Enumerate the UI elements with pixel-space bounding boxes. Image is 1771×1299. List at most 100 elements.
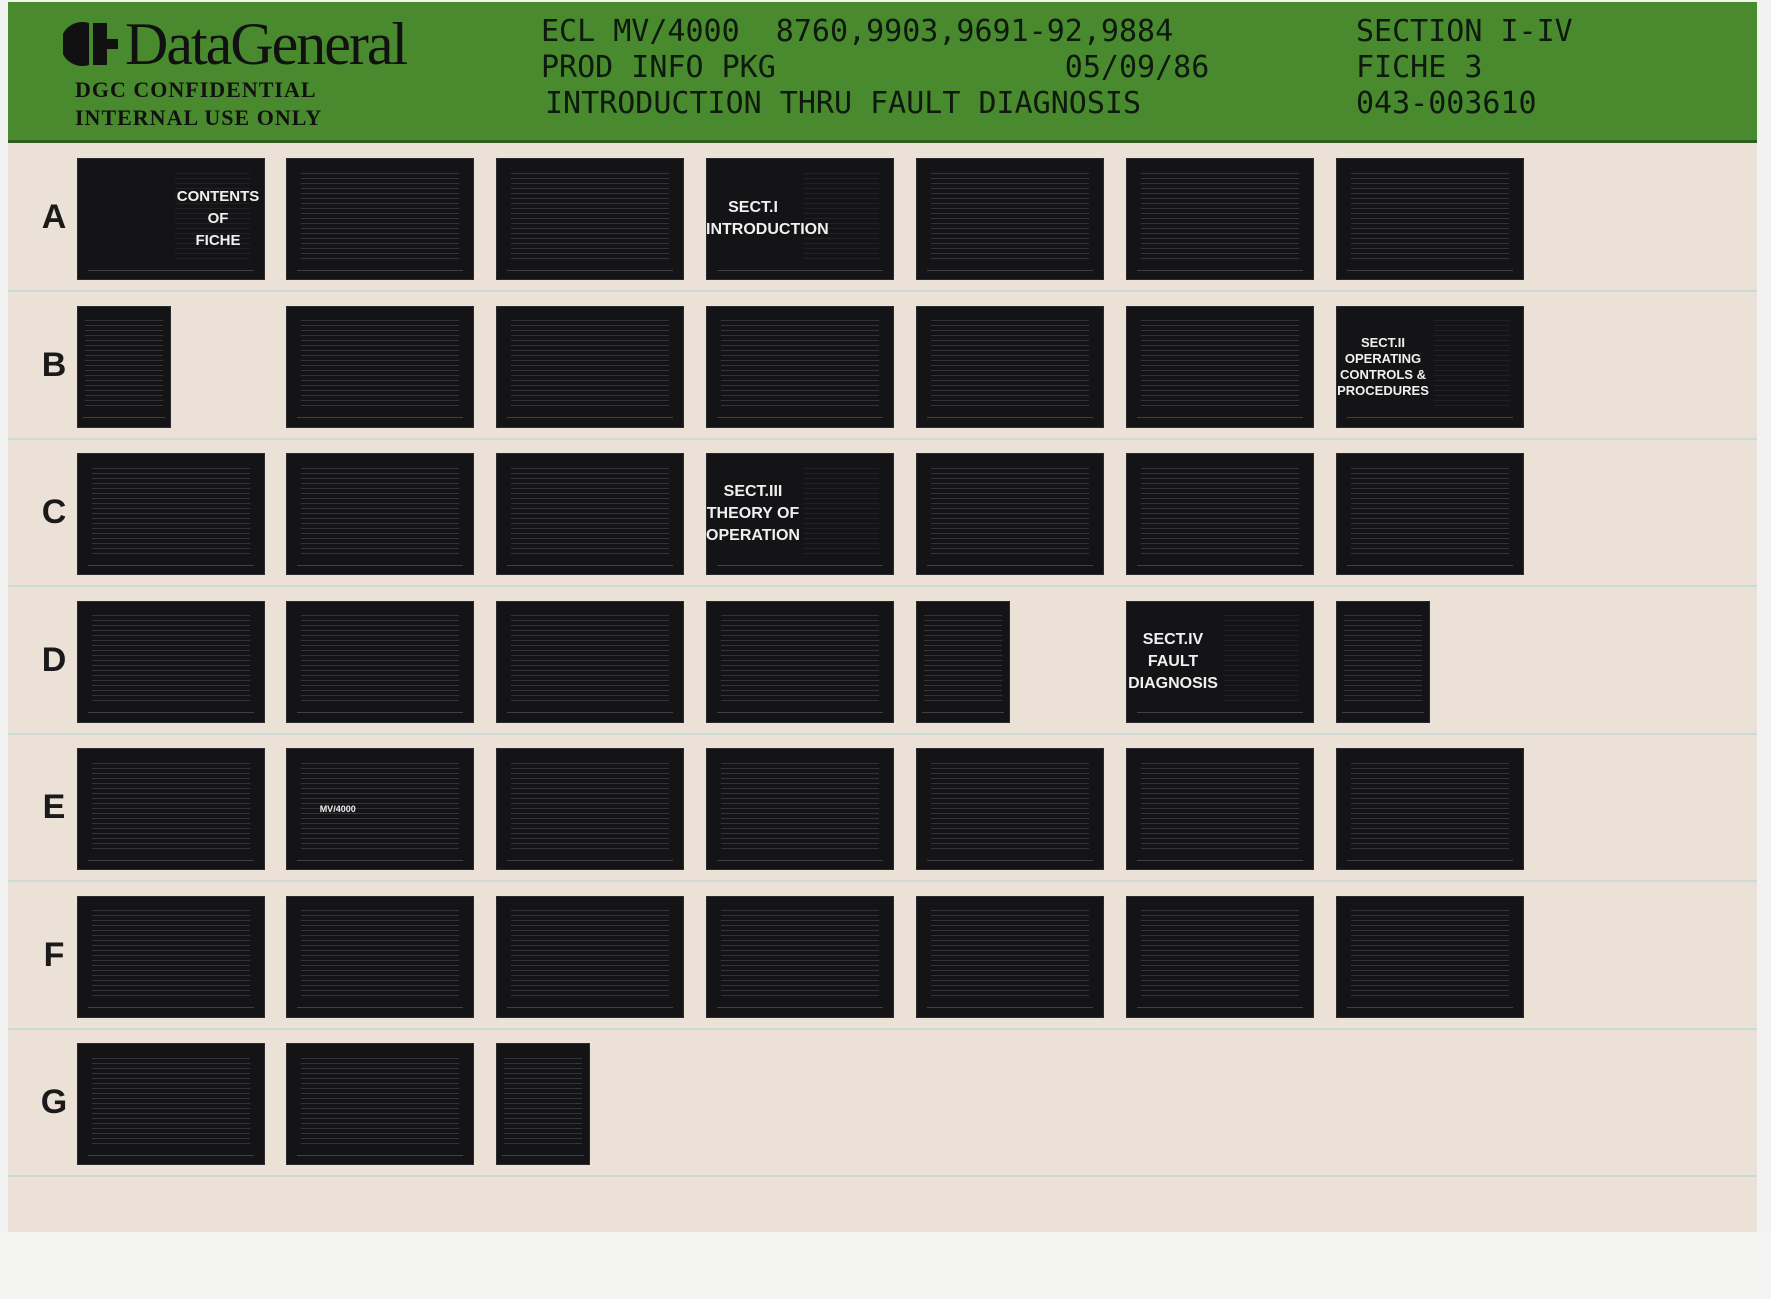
fiche-frame-g3[interactable] xyxy=(496,1043,590,1165)
scan-margin xyxy=(0,1232,1771,1299)
fiche-frame-d1[interactable] xyxy=(77,600,265,723)
frame-text-lines xyxy=(174,172,250,263)
frame-text-lines xyxy=(92,1057,250,1148)
fiche-frame-b2[interactable] xyxy=(286,305,474,428)
frame-footer-line xyxy=(297,712,463,716)
fiche-frame-a1[interactable]: CONTENTS OF FICHE xyxy=(77,158,265,280)
frame-text-lines xyxy=(1141,467,1299,558)
fiche-frame-d3[interactable] xyxy=(496,600,684,723)
confidential-label: DGC CONFIDENTIAL xyxy=(75,77,317,102)
fiche-frame-d4[interactable] xyxy=(706,600,894,723)
fiche-frame-g1[interactable] xyxy=(77,1043,265,1165)
frame-text-lines xyxy=(511,172,669,263)
frame-text-lines xyxy=(931,467,1089,558)
frame-footer-line xyxy=(507,417,673,421)
fiche-frame-f5[interactable] xyxy=(916,895,1104,1018)
fiche-frame-c5[interactable] xyxy=(916,453,1104,575)
frame-footer-line xyxy=(927,564,1093,569)
fiche-frame-b5[interactable] xyxy=(916,305,1104,428)
frame-footer-line xyxy=(507,1007,673,1011)
frame-text-lines xyxy=(92,910,250,1001)
row-letter: B xyxy=(41,345,67,384)
row-divider xyxy=(8,437,1757,440)
fiche-frame-a6[interactable] xyxy=(1126,158,1314,280)
fiche-frame-e3[interactable] xyxy=(496,748,684,870)
frame-text-lines xyxy=(1141,762,1299,853)
frame-text-lines xyxy=(301,910,459,1001)
data-general-logo-icon xyxy=(63,22,118,66)
frame-text-lines xyxy=(92,615,250,706)
row-divider xyxy=(8,585,1757,587)
row-letter: C xyxy=(41,493,67,531)
fiche-frame-c3[interactable] xyxy=(496,453,684,575)
part-number: 043-003610 xyxy=(1356,86,1537,121)
frame-footer-line xyxy=(1347,1007,1513,1011)
fiche-frame-c2[interactable] xyxy=(286,453,474,575)
fiche-frame-e2[interactable]: MV/4000 xyxy=(286,748,474,870)
frame-text-lines xyxy=(1351,172,1509,263)
fiche-frame-d7[interactable] xyxy=(1336,600,1430,723)
frame-footer-line xyxy=(88,1154,254,1159)
fiche-frame-a3[interactable] xyxy=(496,158,684,280)
frame-footer-line xyxy=(88,859,254,864)
frame-text-lines xyxy=(92,762,250,853)
row-letter: E xyxy=(42,788,66,826)
fiche-frame-c1[interactable] xyxy=(77,453,265,575)
fiche-frame-g2[interactable] xyxy=(286,1043,474,1165)
fiche-frame-c6[interactable] xyxy=(1126,453,1314,575)
frame-footer-line xyxy=(507,859,673,864)
fiche-frame-b3[interactable] xyxy=(496,305,684,428)
fiche-frame-c4[interactable]: SECT.III THEORY OF OPERATION xyxy=(706,453,894,575)
frame-footer-line xyxy=(927,269,1093,274)
frame-text-lines xyxy=(511,910,669,1001)
fiche-frame-f7[interactable] xyxy=(1336,895,1524,1018)
fiche-frame-f6[interactable] xyxy=(1126,895,1314,1018)
frame-text-lines xyxy=(1141,320,1299,411)
fiche-frame-e6[interactable] xyxy=(1126,748,1314,870)
fiche-header: DataGeneral DGC CONFIDENTIAL INTERNAL US… xyxy=(8,2,1757,143)
fiche-frame-d6[interactable]: SECT.IV FAULT DIAGNOSIS xyxy=(1126,600,1314,723)
product-line: ECL MV/4000 8760,9903,9691-92,9884 xyxy=(541,14,1174,49)
fiche-frame-f1[interactable] xyxy=(77,895,265,1018)
fiche-frame-c7[interactable] xyxy=(1336,453,1524,575)
frame-text-lines xyxy=(931,320,1089,411)
fiche-frame-a7[interactable] xyxy=(1336,158,1524,280)
frame-footer-line xyxy=(1137,712,1303,716)
frame-text-lines xyxy=(301,320,459,411)
frame-footer-line xyxy=(927,417,1093,421)
fiche-frame-e7[interactable] xyxy=(1336,748,1524,870)
fiche-frame-a4[interactable]: SECT.I INTRODUCTION xyxy=(706,158,894,280)
fiche-frame-d5[interactable] xyxy=(916,600,1010,723)
fiche-frame-d2[interactable] xyxy=(286,600,474,723)
frame-text-lines xyxy=(301,172,459,263)
frame-text-lines xyxy=(511,762,669,853)
fiche-frame-e5[interactable] xyxy=(916,748,1104,870)
frame-footer-line xyxy=(88,712,254,716)
frame-footer-line xyxy=(507,269,673,274)
row-divider xyxy=(8,290,1757,292)
fiche-frame-b4[interactable] xyxy=(706,305,894,428)
fiche-frame-b7[interactable]: SECT.II OPERATING CONTROLS & PROCEDURES xyxy=(1336,305,1524,428)
frame-title: SECT.II OPERATING CONTROLS & PROCEDURES xyxy=(1337,334,1429,398)
fiche-frame-b1[interactable] xyxy=(77,305,171,428)
frame-footer-line xyxy=(501,1154,585,1159)
fiche-frame-f3[interactable] xyxy=(496,895,684,1018)
frame-footer-line xyxy=(717,1007,883,1011)
frame-title: SECT.III THEORY OF OPERATION xyxy=(706,483,800,544)
frame-text-lines xyxy=(503,1057,583,1148)
fiche-frame-f4[interactable] xyxy=(706,895,894,1018)
fiche-frame-b6[interactable] xyxy=(1126,305,1314,428)
frame-footer-line xyxy=(88,564,254,569)
frame-footer-line xyxy=(1347,417,1513,421)
fiche-frame-e4[interactable] xyxy=(706,748,894,870)
row-letter: F xyxy=(43,935,65,974)
frame-footer-line xyxy=(921,712,1005,716)
frame-text-lines xyxy=(301,1057,459,1148)
fiche-frame-f2[interactable] xyxy=(286,895,474,1018)
frame-text-lines xyxy=(721,615,879,706)
row-divider xyxy=(8,1175,1757,1177)
fiche-frame-e1[interactable] xyxy=(77,748,265,870)
fiche-frame-a5[interactable] xyxy=(916,158,1104,280)
frame-text-lines xyxy=(301,615,459,706)
fiche-frame-a2[interactable] xyxy=(286,158,474,280)
